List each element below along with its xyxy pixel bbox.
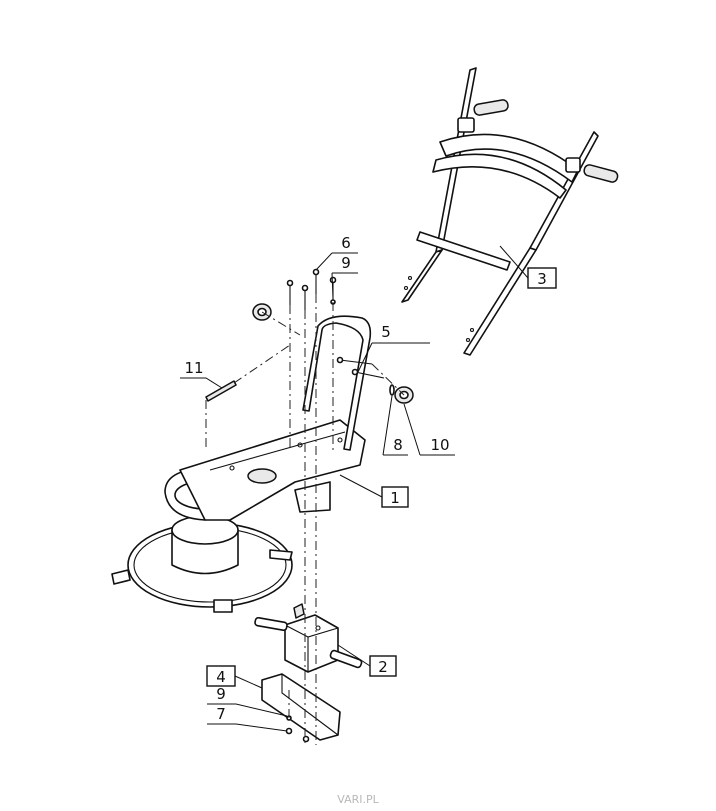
callout-9-bottom: 9 xyxy=(207,685,288,717)
callout-8: 8 xyxy=(382,395,408,456)
callout-11: 11 xyxy=(180,359,223,389)
svg-text:9: 9 xyxy=(216,685,226,703)
watermark: VARI.PL xyxy=(337,793,379,806)
assembly-lines xyxy=(205,294,405,745)
svg-text:5: 5 xyxy=(381,323,391,341)
svg-text:6: 6 xyxy=(341,234,351,252)
svg-text:10: 10 xyxy=(430,436,449,454)
svg-text:9: 9 xyxy=(341,254,351,272)
callout-5: 5 xyxy=(357,323,430,373)
callout-2: 2 xyxy=(337,644,397,677)
mower-body-part xyxy=(111,315,372,613)
callout-10: 10 xyxy=(403,403,455,456)
gearbox-part xyxy=(254,603,363,673)
svg-text:11: 11 xyxy=(184,359,203,377)
svg-text:1: 1 xyxy=(390,489,400,507)
callout-3: 3 xyxy=(499,245,557,289)
callout-7: 7 xyxy=(207,705,288,732)
svg-text:3: 3 xyxy=(537,270,547,288)
svg-text:8: 8 xyxy=(393,436,403,454)
svg-text:4: 4 xyxy=(216,668,226,686)
svg-text:7: 7 xyxy=(216,705,226,723)
handlebar-part xyxy=(401,67,619,356)
callout-9-top: 9 xyxy=(331,254,358,299)
svg-text:2: 2 xyxy=(378,658,388,676)
callout-6: 6 xyxy=(315,234,358,271)
callout-1: 1 xyxy=(339,474,409,508)
callout-4: 4 xyxy=(206,665,263,689)
plate-part xyxy=(261,673,341,741)
